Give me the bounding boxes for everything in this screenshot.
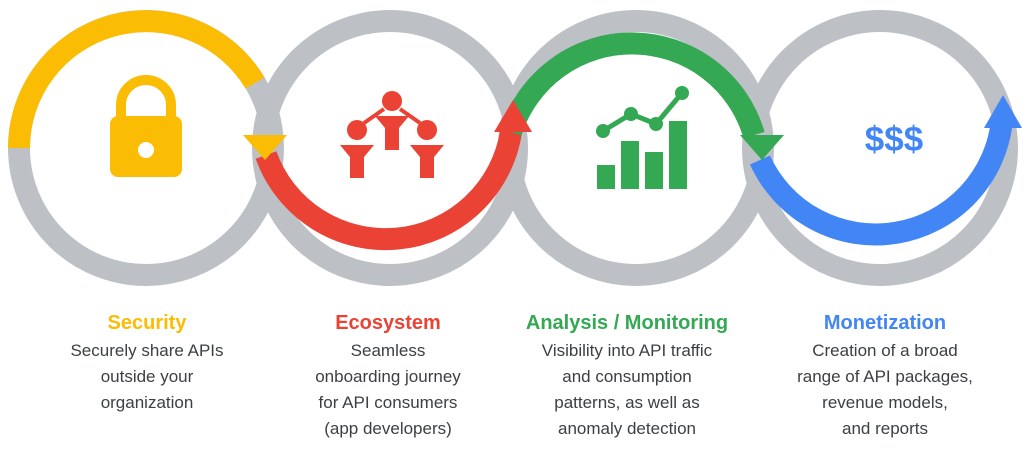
lifecycle-diagram: $$$ <box>8 10 1022 286</box>
stage-title-monetization: Monetization <box>823 312 947 334</box>
security-arc <box>8 10 265 149</box>
stage-description-analysis: Visibility into API traffic and consumpt… <box>541 341 713 438</box>
dollar-signs-icon: $$$ <box>865 120 923 159</box>
bar-line-chart-icon <box>596 86 689 189</box>
monetization-arrowhead <box>984 95 1022 128</box>
caption-ecosystem: Ecosystem Seamless onboarding journey fo… <box>273 310 503 442</box>
padlock-icon <box>110 75 182 177</box>
ecosystem-arrowhead <box>494 100 532 132</box>
stage-title-analysis: Analysis / Monitoring <box>525 312 729 334</box>
monetization-arc <box>749 118 1013 246</box>
caption-analysis: Analysis / Monitoring Visibility into AP… <box>512 310 742 442</box>
security-arrowhead <box>243 135 287 160</box>
stage-description-security: Securely share APIs outside your organiz… <box>70 341 224 412</box>
people-network-icon <box>340 91 444 178</box>
analysis-arrowhead <box>740 135 784 160</box>
caption-security: Security Securely share APIs outside you… <box>32 310 262 416</box>
stage-description-monetization: Creation of a broad range of API package… <box>797 341 973 438</box>
stage-description-ecosystem: Seamless onboarding journey for API cons… <box>315 341 461 438</box>
ecosystem-arc <box>255 130 522 251</box>
caption-monetization: Monetization Creation of a broad range o… <box>770 310 1000 442</box>
stage-title-security: Security <box>107 312 187 334</box>
analysis-arc <box>500 32 765 139</box>
stage-title-ecosystem: Ecosystem <box>335 312 441 334</box>
